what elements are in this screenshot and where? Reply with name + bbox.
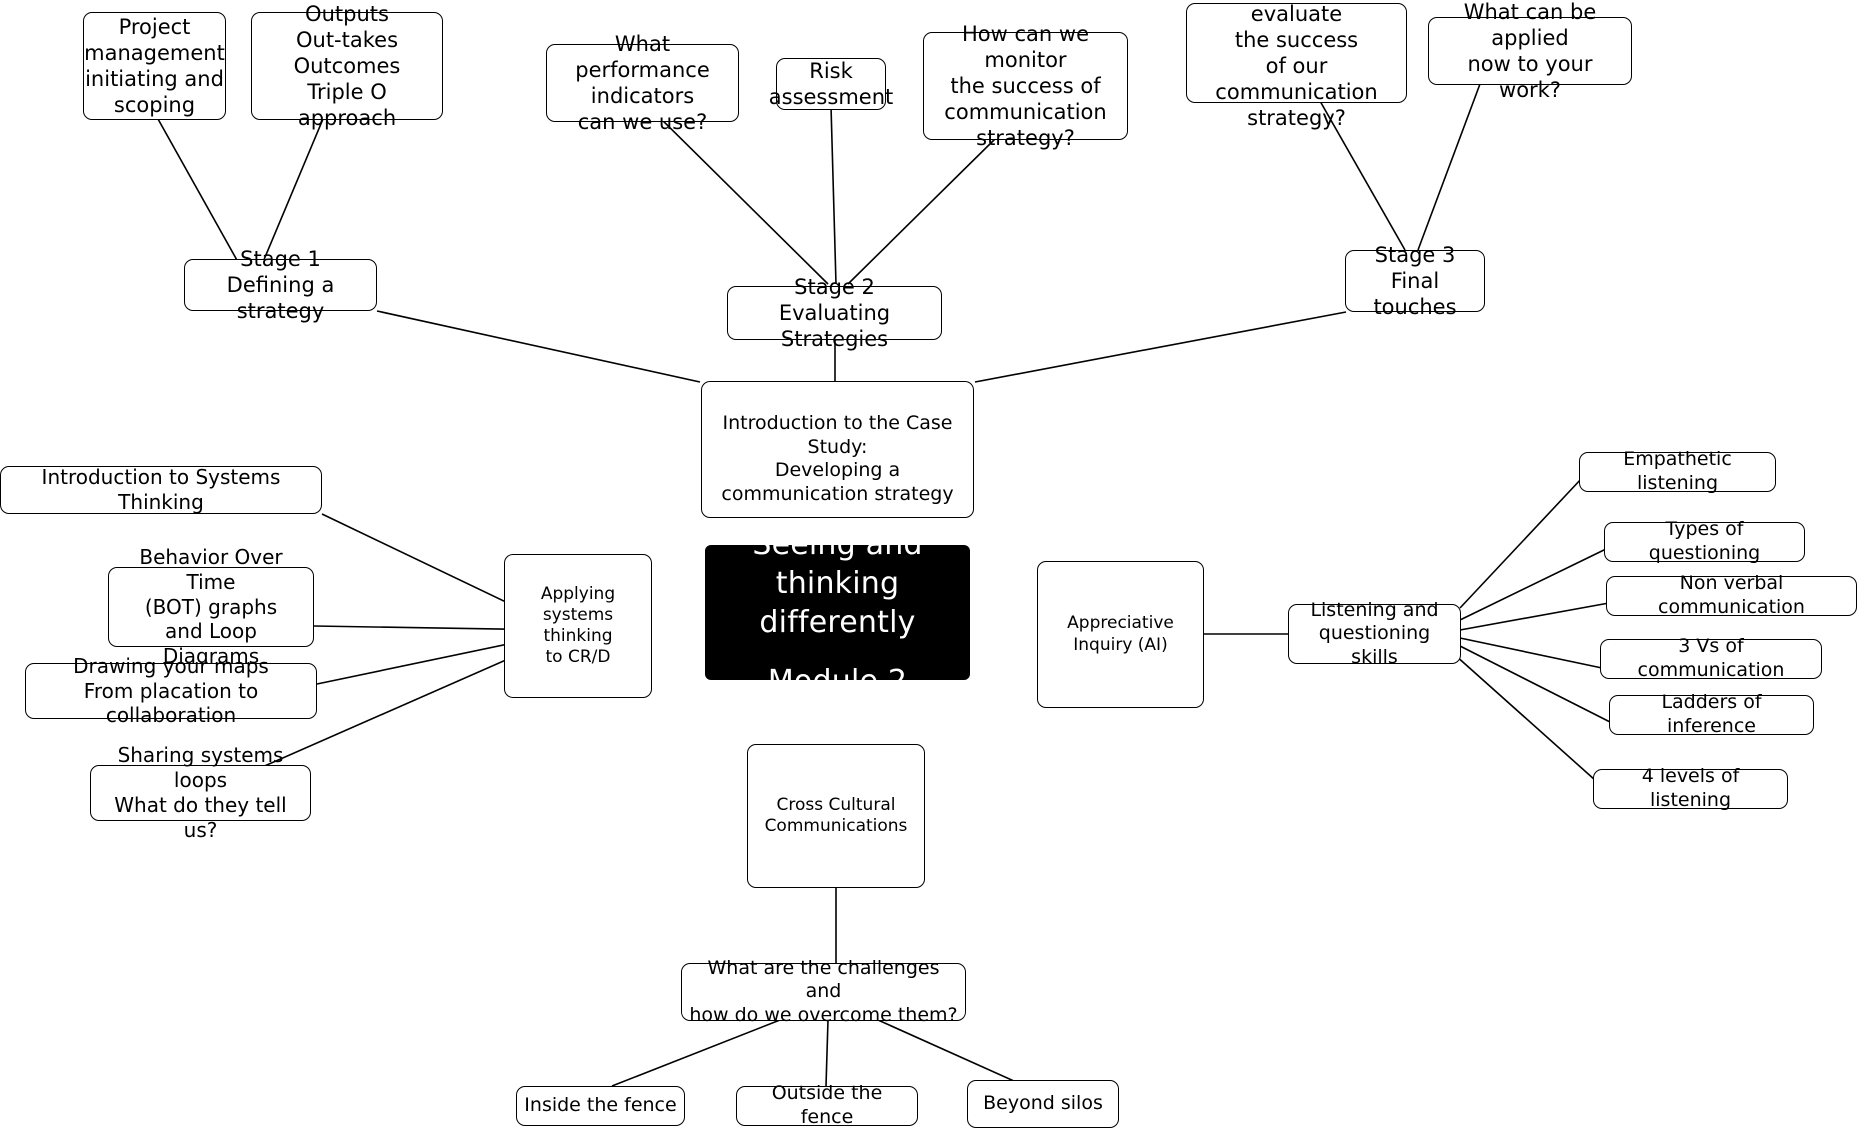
edge-outputs-to-stage1 [262, 118, 324, 263]
node-risk-assessment[interactable]: Risk assessment [768, 58, 894, 110]
node-center-module[interactable]: Seeing and thinking differently Module 2 [705, 527, 970, 699]
edge-risk-to-stage2 [830, 105, 837, 285]
node-monitor-success[interactable]: How can we monitor the success of commun… [923, 22, 1128, 150]
node-outside-the-fence[interactable]: Outside the fence [736, 1082, 918, 1128]
edge-listening-to-types [1459, 548, 1607, 621]
edge-stage1-to-case-study [376, 310, 701, 383]
edge-stage3-to-case-study [974, 311, 1347, 383]
node-four-levels-listening[interactable]: 4 levels of listening [1593, 765, 1788, 811]
edge-listening-to-threevs [1459, 637, 1603, 669]
node-sharing-loops[interactable]: Sharing systems loops What do they tell … [90, 743, 311, 842]
node-inside-the-fence[interactable]: Inside the fence [516, 1086, 685, 1126]
edge-listening-to-fourlevels [1454, 654, 1596, 781]
edge-applied-to-stage3 [1417, 83, 1481, 251]
node-stage3[interactable]: Stage 3 Final touches [1345, 243, 1485, 319]
node-evaluate-success[interactable]: How can we evaluate the success of our c… [1186, 2, 1407, 130]
node-non-verbal-communication[interactable]: Non verbal communication [1606, 572, 1857, 618]
node-appreciative-inquiry[interactable]: Appreciative Inquiry (AI) [1037, 561, 1204, 708]
node-beyond-silos[interactable]: Beyond silos [967, 1080, 1119, 1128]
edge-challenges-to-inside [611, 1019, 781, 1087]
center-line-1: Seeing and thinking [752, 526, 923, 601]
node-empathetic-listening[interactable]: Empathetic listening [1579, 448, 1776, 494]
node-case-study[interactable]: Introduction to the Case Study: Developi… [701, 381, 974, 518]
node-stage1[interactable]: Stage 1 Defining a strategy [184, 247, 377, 323]
center-line-2: differently [759, 604, 916, 640]
edge-listening-to-nonverbal [1459, 602, 1610, 631]
edge-listening-to-ladders [1459, 645, 1613, 724]
edge-project-management-to-stage1 [157, 118, 239, 263]
node-ladders-of-inference[interactable]: Ladders of inference [1609, 691, 1814, 737]
node-performance-indicators[interactable]: What performance indicators can we use? [546, 32, 739, 134]
node-project-management[interactable]: Project management initiating and scopin… [83, 12, 226, 120]
node-stage2[interactable]: Stage 2 Evaluating Strategies [727, 275, 942, 351]
edge-monitor-to-stage2 [847, 137, 997, 285]
node-drawing-maps[interactable]: Drawing your maps From placation to coll… [25, 654, 317, 727]
edge-challenges-to-outside [825, 1019, 829, 1087]
node-applied-now[interactable]: What can be applied now to your work? [1428, 0, 1632, 102]
node-outputs-triple-o[interactable]: Outputs Out-takes Outcomes Triple O appr… [251, 2, 443, 130]
node-bot-graphs[interactable]: Behavior Over Time (BOT) graphs and Loop… [108, 545, 314, 668]
node-three-vs-communication[interactable]: 3 Vs of communication [1600, 635, 1822, 681]
node-types-questioning[interactable]: Types of questioning [1604, 518, 1805, 564]
node-listening-questioning[interactable]: Listening and questioning skills [1288, 599, 1461, 668]
center-line-3: Module 2 [767, 663, 908, 699]
edge-listening-to-empathetic [1459, 477, 1583, 609]
edge-challenges-to-beyond [877, 1019, 1026, 1087]
node-intro-systems-thinking[interactable]: Introduction to Systems Thinking [0, 465, 322, 514]
node-cross-cultural[interactable]: Cross Cultural Communications [747, 744, 925, 888]
node-challenges[interactable]: What are the challenges and how do we ov… [681, 957, 966, 1026]
node-applying-systems[interactable]: Applying systems thinking to CR/D [504, 554, 652, 698]
